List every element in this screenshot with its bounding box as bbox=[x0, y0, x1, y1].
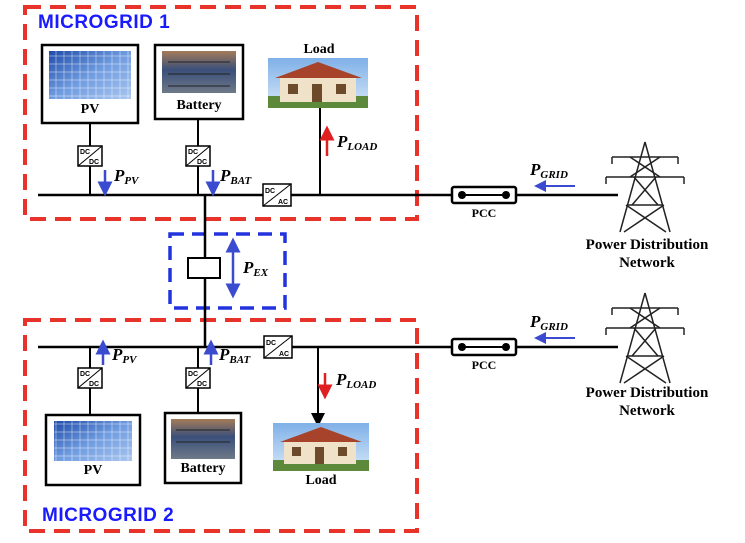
network-line2: Network bbox=[619, 403, 675, 419]
p-pv-label-1: PPV bbox=[114, 166, 139, 187]
p-pv-label-2: PPV bbox=[112, 345, 137, 366]
network-label-1: Power Distribution Network bbox=[586, 236, 709, 272]
p-load-label-2: PLOAD bbox=[336, 370, 377, 391]
exchange-boundary bbox=[168, 232, 287, 310]
network-line2: Network bbox=[619, 255, 675, 271]
battery-icon bbox=[171, 419, 235, 459]
microgrid-1-title: MICROGRID 1 bbox=[38, 12, 171, 33]
dc-dc-converter-battery-2 bbox=[185, 367, 211, 389]
pcc-switch-1 bbox=[450, 185, 518, 205]
house-icon bbox=[273, 423, 369, 471]
microgrid-1-boundary bbox=[23, 5, 419, 221]
p-bat-label-2: PBAT bbox=[219, 345, 251, 366]
conv-ac-1-top: DC bbox=[265, 188, 275, 195]
conv-ac-1-bottom: AC bbox=[278, 199, 288, 206]
dc-dc-converter-pv-1 bbox=[77, 145, 103, 167]
battery-label-1: Battery bbox=[176, 98, 222, 113]
microgrid-1 bbox=[38, 43, 685, 233]
p-ex-label: PEX bbox=[243, 258, 269, 279]
microgrid-2 bbox=[38, 292, 685, 487]
solar-panel-icon bbox=[49, 51, 131, 99]
pcc-switch-2 bbox=[450, 337, 518, 357]
network-line1: Power Distribution bbox=[585, 237, 709, 253]
pcc-label-2: PCC bbox=[471, 358, 497, 372]
microgrid-2-title: MICROGRID 2 bbox=[42, 505, 175, 526]
conv-bat-1-top: DC bbox=[188, 149, 198, 156]
house-icon bbox=[268, 58, 368, 108]
battery-label-2: Battery bbox=[180, 461, 226, 476]
conv-bat-2-top: DC bbox=[188, 371, 198, 378]
microgrid-2-boundary bbox=[23, 318, 419, 533]
network-label-2: Power Distribution Network bbox=[586, 384, 709, 420]
conv-bat-1-bottom: DC bbox=[197, 159, 207, 166]
pv-label-2: PV bbox=[83, 463, 103, 478]
conv-bat-2-bottom: DC bbox=[197, 381, 207, 388]
p-load-label-1: PLOAD bbox=[337, 132, 378, 153]
dc-ac-inverter-2 bbox=[263, 335, 293, 359]
p-bat-label-1: PBAT bbox=[220, 166, 252, 187]
p-grid-label-1: PGRID bbox=[530, 160, 568, 181]
solar-panel-icon bbox=[54, 421, 132, 461]
dc-ac-inverter-1 bbox=[262, 183, 292, 207]
conv-pv-1-top: DC bbox=[80, 149, 90, 156]
transmission-tower-icon bbox=[605, 141, 685, 233]
conv-ac-2-bottom: AC bbox=[279, 351, 289, 358]
pv-label-1: PV bbox=[80, 102, 100, 117]
battery-icon bbox=[162, 51, 236, 93]
exchange-switch bbox=[187, 257, 221, 279]
conv-pv-2-bottom: DC bbox=[89, 381, 99, 388]
pcc-label-1: PCC bbox=[471, 206, 497, 220]
load-label-1: Load bbox=[303, 42, 335, 57]
conv-pv-2-top: DC bbox=[80, 371, 90, 378]
network-line1: Power Distribution bbox=[585, 385, 709, 401]
conv-pv-1-bottom: DC bbox=[89, 159, 99, 166]
load-label-2: Load bbox=[305, 473, 337, 488]
conv-ac-2-top: DC bbox=[266, 340, 276, 347]
transmission-tower-icon bbox=[605, 292, 685, 384]
exchange-link bbox=[187, 195, 241, 347]
p-grid-label-2: PGRID bbox=[530, 312, 568, 333]
